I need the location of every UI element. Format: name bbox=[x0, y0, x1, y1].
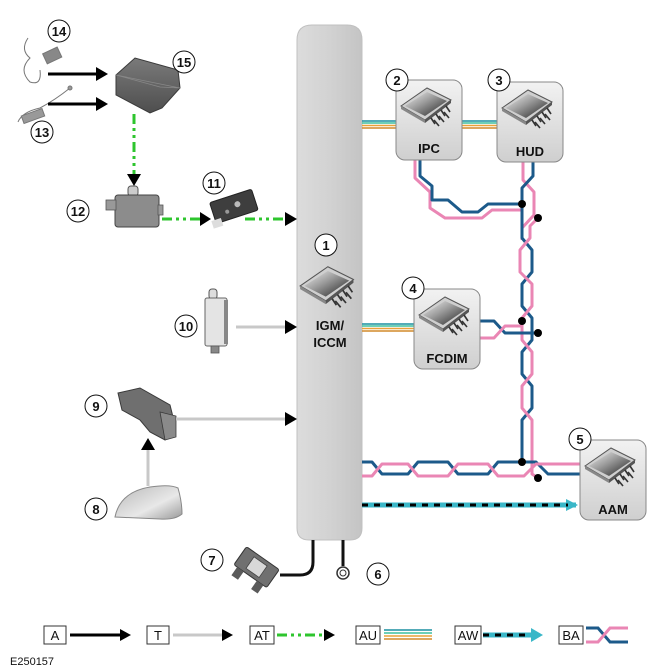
media-hub-icon bbox=[115, 57, 181, 114]
module-fcdim[interactable]: FCDIM 4 bbox=[401, 276, 481, 370]
svg-text:AT: AT bbox=[254, 628, 270, 643]
usb-cable-icon bbox=[17, 85, 73, 125]
module-hud[interactable]: HUD 3 bbox=[487, 68, 564, 163]
svg-text:8: 8 bbox=[92, 502, 99, 517]
callout-4: 4 bbox=[401, 276, 425, 300]
hardwired-links-to-media-hub bbox=[48, 67, 108, 111]
fuse-icon bbox=[231, 546, 279, 594]
most-bus-ipc-hud bbox=[462, 120, 497, 129]
can-splice-points bbox=[518, 200, 542, 482]
aux-cable-icon bbox=[23, 37, 63, 84]
gateway-label-line1: IGM/ bbox=[316, 318, 345, 333]
svg-text:10: 10 bbox=[179, 319, 193, 334]
svg-text:11: 11 bbox=[207, 176, 221, 191]
svg-text:T: T bbox=[154, 628, 162, 643]
svg-text:12: 12 bbox=[71, 204, 85, 219]
callout-13: 13 bbox=[30, 120, 54, 144]
svg-text:A: A bbox=[51, 628, 60, 643]
lin-link-hub-sensor bbox=[127, 114, 141, 186]
usb-cable-component[interactable] bbox=[17, 85, 73, 125]
legend-item-rf: T bbox=[146, 625, 233, 645]
module-aam[interactable]: AAM 5 bbox=[568, 427, 647, 521]
legend-item-hardwired: A bbox=[43, 625, 131, 645]
most-bus-fcdim bbox=[362, 323, 414, 332]
ground-connection bbox=[336, 540, 350, 580]
svg-text:AW: AW bbox=[458, 628, 479, 643]
gateway-module[interactable]: 1 IGM/ ICCM bbox=[296, 24, 363, 541]
legend-item-can: BA bbox=[558, 625, 628, 645]
svg-text:5: 5 bbox=[576, 432, 583, 447]
callout-3: 3 bbox=[487, 68, 511, 92]
figure-reference: E250157 bbox=[10, 656, 54, 668]
key-fob-receiver-component[interactable] bbox=[204, 288, 228, 354]
sensor-module-component[interactable] bbox=[105, 185, 164, 228]
svg-text:4: 4 bbox=[409, 281, 417, 296]
svg-text:14: 14 bbox=[52, 24, 67, 39]
callout-11: 11 bbox=[202, 171, 226, 195]
svg-text:3: 3 bbox=[495, 73, 502, 88]
media-hub-component[interactable] bbox=[115, 57, 181, 114]
rf-receiver-icon bbox=[117, 387, 177, 441]
callout-10: 10 bbox=[174, 314, 198, 338]
legend-item-lvds: AW bbox=[454, 625, 543, 645]
callout-8: 8 bbox=[84, 497, 108, 521]
rf-link-receiver-gateway bbox=[176, 412, 297, 426]
svg-text:15: 15 bbox=[177, 55, 191, 70]
callout-15: 15 bbox=[172, 50, 196, 74]
most-bus-ipc bbox=[362, 120, 396, 129]
key-fob-receiver-icon bbox=[204, 288, 228, 354]
rf-link-antenna-receiver bbox=[141, 438, 155, 486]
svg-text:AU: AU bbox=[359, 628, 377, 643]
sensor-module-icon bbox=[105, 185, 164, 228]
rf-link-keyfob-gateway bbox=[236, 320, 297, 334]
rf-receiver-component[interactable] bbox=[117, 387, 177, 441]
callout-12: 12 bbox=[66, 199, 90, 223]
module-ipc[interactable]: IPC 2 bbox=[385, 68, 463, 161]
callout-2: 2 bbox=[385, 68, 409, 92]
lin-link-sensor-switch bbox=[162, 212, 211, 226]
antenna-component[interactable] bbox=[114, 485, 183, 520]
fuse-component[interactable] bbox=[228, 546, 279, 596]
switch-pack-component[interactable] bbox=[206, 189, 260, 229]
callout-14: 14 bbox=[47, 19, 71, 43]
svg-text:BA: BA bbox=[562, 628, 580, 643]
aam-label: AAM bbox=[598, 502, 628, 517]
svg-text:2: 2 bbox=[393, 73, 400, 88]
callout-1: 1 bbox=[314, 233, 338, 257]
aux-cable-component[interactable] bbox=[23, 37, 63, 84]
legend-item-lin: AT bbox=[249, 625, 335, 645]
svg-text:7: 7 bbox=[208, 553, 215, 568]
callout-9: 9 bbox=[84, 394, 108, 418]
svg-text:9: 9 bbox=[92, 399, 99, 414]
switch-pack-icon bbox=[209, 189, 259, 229]
fcdim-label: FCDIM bbox=[426, 351, 467, 366]
can-bus-network bbox=[362, 160, 580, 480]
svg-text:13: 13 bbox=[35, 125, 49, 140]
callout-6: 6 bbox=[366, 562, 390, 586]
lin-link-switch-gateway bbox=[245, 212, 297, 226]
power-feed bbox=[280, 540, 315, 577]
gateway-label-line2: ICCM bbox=[313, 335, 346, 350]
callout-7: 7 bbox=[200, 548, 224, 572]
callout-5: 5 bbox=[568, 427, 592, 451]
legend-item-most: AU bbox=[355, 625, 432, 645]
svg-text:6: 6 bbox=[374, 567, 381, 582]
svg-text:1: 1 bbox=[322, 238, 329, 253]
hud-label: HUD bbox=[516, 144, 544, 159]
ground-eyelet-icon bbox=[336, 566, 350, 580]
ipc-label: IPC bbox=[418, 141, 440, 156]
legend: A T AT AU AW bbox=[43, 625, 628, 645]
shark-fin-antenna-icon bbox=[114, 485, 183, 520]
